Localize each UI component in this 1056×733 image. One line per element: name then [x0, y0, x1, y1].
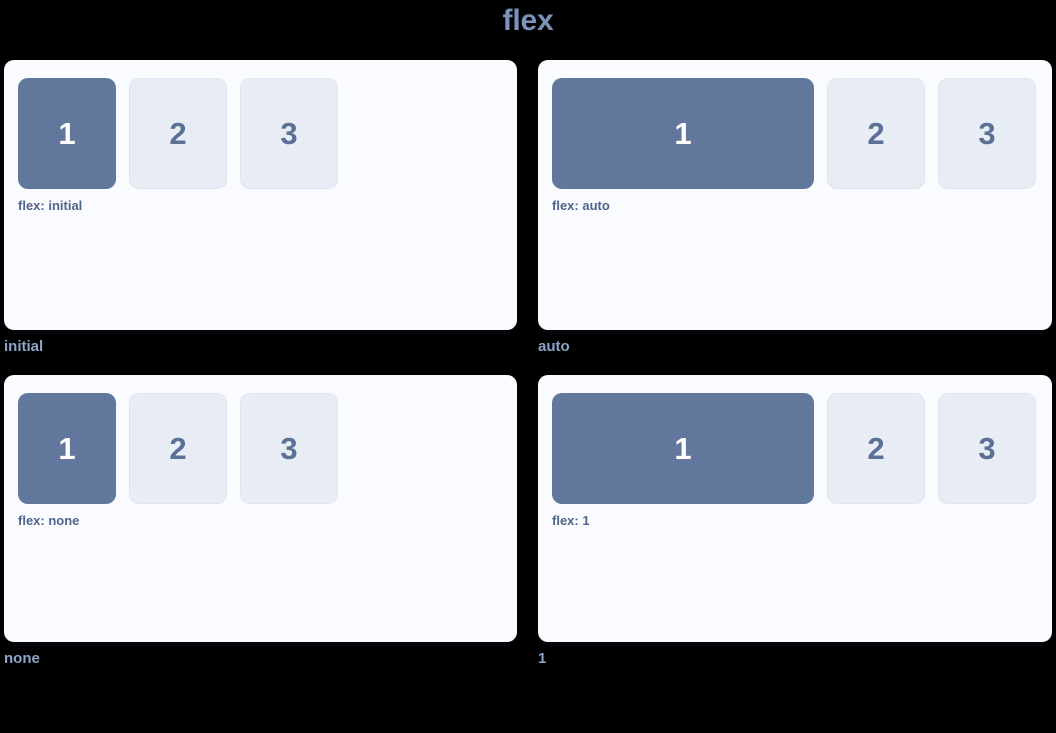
flex-item-3: 3: [938, 78, 1036, 189]
flex-item-2: 2: [827, 78, 925, 189]
flex-container-auto: 1 2 3: [552, 78, 1036, 189]
flex-item-1: 1: [18, 393, 116, 504]
panel-note-none: flex: none: [18, 513, 80, 528]
demo-panel-initial: 1 2 3 flex: initial: [4, 60, 517, 330]
demo-cell-initial: 1 2 3 flex: initial initial: [4, 60, 517, 357]
flex-container-initial: 1 2 3: [18, 78, 501, 189]
flex-item-1: 1: [18, 78, 116, 189]
flex-item-3: 3: [240, 393, 338, 504]
flex-item-2: 2: [129, 78, 227, 189]
demo-panel-auto: 1 2 3 flex: auto: [538, 60, 1052, 330]
demo-caption-none: none: [4, 650, 40, 667]
flex-container-none: 1 2 3: [18, 393, 501, 504]
demo-caption-one: 1: [538, 650, 547, 667]
flex-item-1: 1: [552, 393, 814, 504]
demo-panel-none: 1 2 3 flex: none: [4, 375, 517, 642]
flex-container-one: 1 2 3: [552, 393, 1036, 504]
flex-item-1: 1: [552, 78, 814, 189]
panel-note-auto: flex: auto: [552, 198, 610, 213]
flex-item-2: 2: [129, 393, 227, 504]
demo-cell-none: 1 2 3 flex: none none: [4, 375, 517, 669]
flex-item-2: 2: [827, 393, 925, 504]
demo-caption-auto: auto: [538, 338, 570, 355]
demo-cell-auto: 1 2 3 flex: auto auto: [538, 60, 1052, 357]
panel-note-one: flex: 1: [552, 513, 590, 528]
demo-cell-one: 1 2 3 flex: 1 1: [538, 375, 1052, 669]
demo-panel-one: 1 2 3 flex: 1: [538, 375, 1052, 642]
page-title: flex: [502, 4, 554, 37]
demo-caption-initial: initial: [4, 338, 44, 355]
flex-item-3: 3: [240, 78, 338, 189]
flex-item-3: 3: [938, 393, 1036, 504]
panel-note-initial: flex: initial: [18, 198, 83, 213]
